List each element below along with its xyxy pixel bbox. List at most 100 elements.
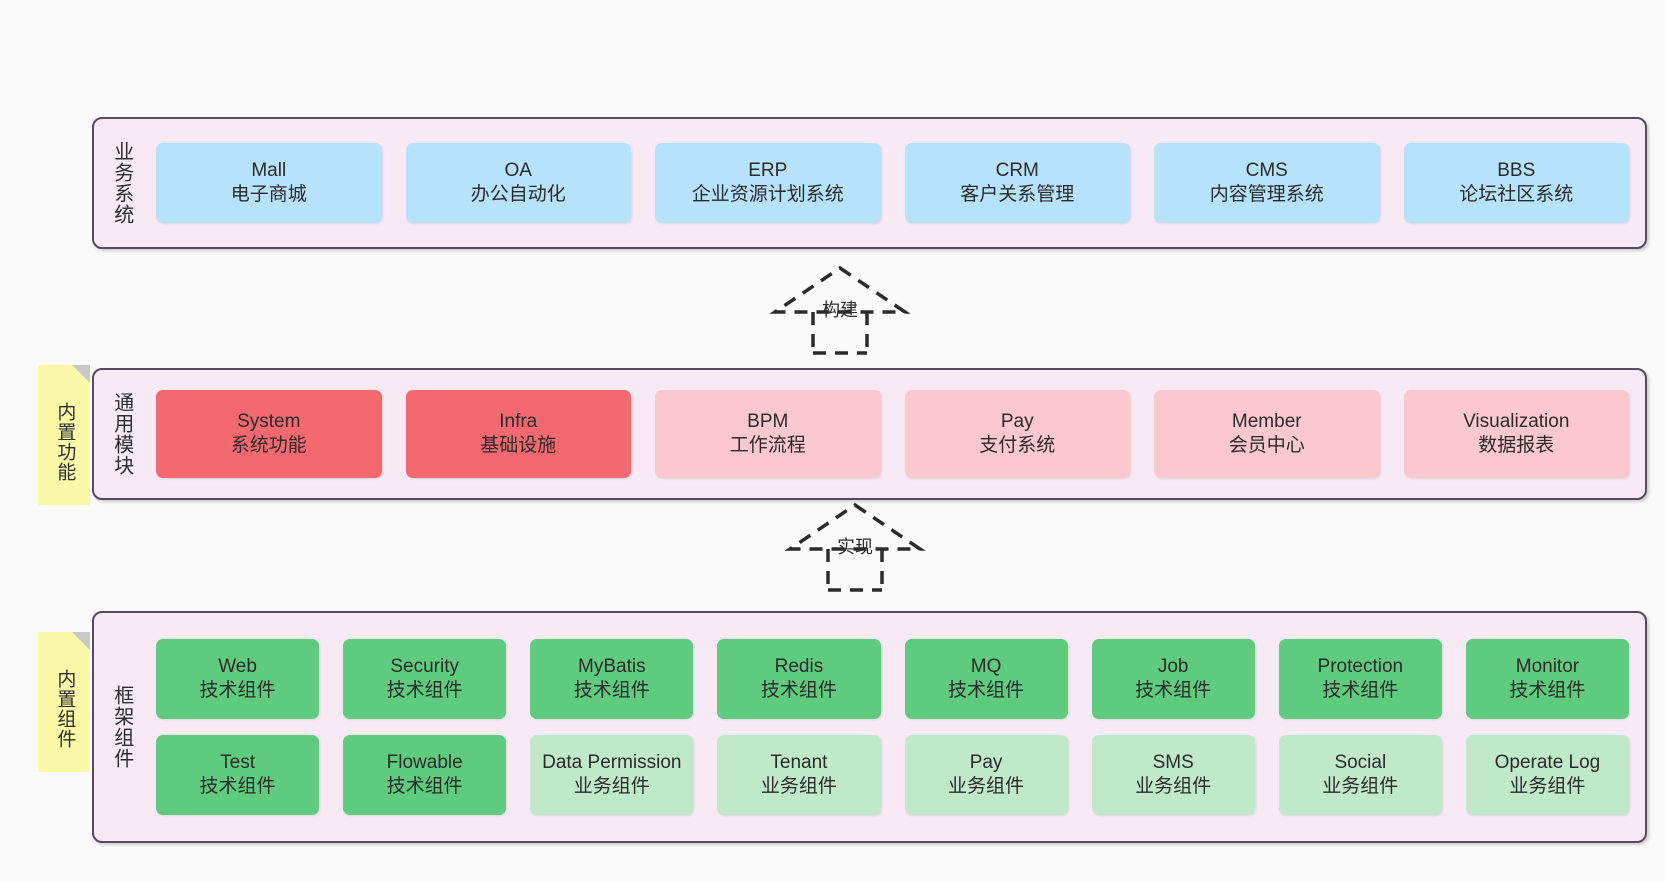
node-label-cn: 技术组件 bbox=[386, 776, 463, 797]
node-label-en: MyBatis bbox=[578, 655, 646, 677]
node-label-cn: 技术组件 bbox=[573, 680, 650, 701]
node-label-en: Pay bbox=[1000, 410, 1034, 432]
node-monitor[interactable]: Monitor 技术组件 bbox=[1465, 639, 1629, 719]
node-flowable[interactable]: Flowable 技术组件 bbox=[343, 735, 507, 815]
node-oa[interactable]: OA 办公自动化 bbox=[405, 143, 631, 223]
node-label-en: System bbox=[237, 410, 301, 432]
node-label-cn: 基础设施 bbox=[480, 435, 557, 456]
layer-business-system: 业务系统 Mall 电子商城 OA 办公自动化 ERP 企业资源计划系统 CRM… bbox=[92, 117, 1647, 249]
note-fold-corner-icon bbox=[72, 365, 90, 383]
note-built-in-functions-label: 内置功能 bbox=[54, 402, 76, 482]
node-label-en: CMS bbox=[1245, 159, 1288, 181]
note-built-in-functions: 内置功能 bbox=[38, 365, 90, 505]
layer-business-system-body: Mall 电子商城 OA 办公自动化 ERP 企业资源计划系统 CRM 客户关系… bbox=[148, 119, 1645, 247]
node-label-en: Protection bbox=[1317, 655, 1404, 677]
connector-build: 构建 bbox=[755, 250, 925, 355]
node-bpm[interactable]: BPM 工作流程 bbox=[655, 390, 881, 478]
node-protection[interactable]: Protection 技术组件 bbox=[1278, 639, 1442, 719]
node-label-en: Mall bbox=[251, 159, 287, 181]
node-web[interactable]: Web 技术组件 bbox=[156, 639, 320, 719]
node-bbs[interactable]: BBS 论坛社区系统 bbox=[1403, 143, 1629, 223]
node-label-cn: 业务组件 bbox=[760, 776, 837, 797]
node-mybatis[interactable]: MyBatis 技术组件 bbox=[530, 639, 694, 719]
node-label-en: Redis bbox=[774, 655, 824, 677]
node-label-en: ERP bbox=[748, 159, 788, 181]
note-fold-corner-icon bbox=[72, 632, 90, 650]
node-label-en: BBS bbox=[1497, 159, 1536, 181]
node-label-en: BPM bbox=[747, 410, 789, 432]
node-social[interactable]: Social 业务组件 bbox=[1278, 735, 1442, 815]
node-label-cn: 论坛社区系统 bbox=[1459, 184, 1574, 205]
node-label-en: Flowable bbox=[386, 751, 463, 773]
node-mq[interactable]: MQ 技术组件 bbox=[904, 639, 1068, 719]
node-label-en: Security bbox=[390, 655, 459, 677]
node-label-cn: 业务组件 bbox=[948, 776, 1025, 797]
node-label-cn: 业务组件 bbox=[1509, 776, 1586, 797]
node-label-cn: 业务组件 bbox=[1135, 776, 1212, 797]
node-label-cn: 技术组件 bbox=[760, 680, 837, 701]
node-test[interactable]: Test 技术组件 bbox=[156, 735, 320, 815]
node-label-cn: 业务组件 bbox=[1322, 776, 1399, 797]
node-label-en: Test bbox=[220, 751, 255, 773]
node-label-cn: 数据报表 bbox=[1478, 435, 1555, 456]
connector-realize: 实现 bbox=[770, 487, 940, 592]
node-pay[interactable]: Pay 支付系统 bbox=[904, 390, 1130, 478]
node-row: System 系统功能 Infra 基础设施 BPM 工作流程 Pay 支付系统… bbox=[156, 390, 1629, 478]
layer-common-modules-title: 通用模块 bbox=[110, 392, 133, 476]
node-label-en: OA bbox=[504, 159, 532, 181]
node-visualization[interactable]: Visualization 数据报表 bbox=[1403, 390, 1629, 478]
node-mall[interactable]: Mall 电子商城 bbox=[156, 143, 382, 223]
node-infra[interactable]: Infra 基础设施 bbox=[405, 390, 631, 478]
node-member[interactable]: Member 会员中心 bbox=[1154, 390, 1380, 478]
node-label-cn: 技术组件 bbox=[1322, 680, 1399, 701]
node-redis[interactable]: Redis 技术组件 bbox=[717, 639, 881, 719]
node-label-cn: 技术组件 bbox=[948, 680, 1025, 701]
node-label-cn: 内容管理系统 bbox=[1209, 184, 1324, 205]
node-label-cn: 业务组件 bbox=[573, 776, 650, 797]
node-label-cn: 系统功能 bbox=[230, 435, 307, 456]
layer-framework-components-body: Web 技术组件 Security 技术组件 MyBatis 技术组件 Redi… bbox=[148, 613, 1645, 841]
arrow-head-triangle-icon bbox=[769, 265, 911, 314]
node-job[interactable]: Job 技术组件 bbox=[1091, 639, 1255, 719]
node-row: Web 技术组件 Security 技术组件 MyBatis 技术组件 Redi… bbox=[156, 639, 1629, 719]
layer-framework-components: 框架组件 Web 技术组件 Security 技术组件 MyBatis 技术组件… bbox=[92, 611, 1647, 843]
node-data-permission[interactable]: Data Permission 业务组件 bbox=[530, 735, 694, 815]
arrow-stem-icon bbox=[811, 312, 869, 355]
node-label-en: Web bbox=[218, 655, 257, 677]
node-crm[interactable]: CRM 客户关系管理 bbox=[904, 143, 1130, 223]
node-label-cn: 电子商城 bbox=[230, 184, 307, 205]
node-label-en: Job bbox=[1157, 655, 1189, 677]
node-label-cn: 技术组件 bbox=[1135, 680, 1212, 701]
node-sms[interactable]: SMS 业务组件 bbox=[1091, 735, 1255, 815]
node-cms[interactable]: CMS 内容管理系统 bbox=[1154, 143, 1380, 223]
node-label-cn: 技术组件 bbox=[1509, 680, 1586, 701]
node-label-en: Infra bbox=[499, 410, 538, 432]
node-label-en: CRM bbox=[995, 159, 1039, 181]
node-label-cn: 会员中心 bbox=[1228, 435, 1305, 456]
node-label-cn: 技术组件 bbox=[199, 680, 276, 701]
note-built-in-components: 内置组件 bbox=[38, 632, 90, 772]
node-label-en: Social bbox=[1334, 751, 1387, 773]
node-label-cn: 支付系统 bbox=[979, 435, 1056, 456]
node-row: Test 技术组件 Flowable 技术组件 Data Permission … bbox=[156, 735, 1629, 815]
node-label-cn: 技术组件 bbox=[386, 680, 463, 701]
node-label-cn: 技术组件 bbox=[199, 776, 276, 797]
node-system[interactable]: System 系统功能 bbox=[156, 390, 382, 478]
node-label-en: MQ bbox=[970, 655, 1002, 677]
layer-business-system-title: 业务系统 bbox=[110, 141, 133, 225]
node-tenant[interactable]: Tenant 业务组件 bbox=[717, 735, 881, 815]
node-label-en: Operate Log bbox=[1494, 751, 1601, 773]
node-pay-component[interactable]: Pay 业务组件 bbox=[904, 735, 1068, 815]
node-label-en: Pay bbox=[969, 751, 1003, 773]
node-label-cn: 客户关系管理 bbox=[960, 184, 1075, 205]
note-built-in-components-label: 内置组件 bbox=[54, 669, 76, 749]
layer-framework-components-title: 框架组件 bbox=[110, 685, 133, 769]
node-security[interactable]: Security 技术组件 bbox=[343, 639, 507, 719]
layer-common-modules-body: System 系统功能 Infra 基础设施 BPM 工作流程 Pay 支付系统… bbox=[148, 370, 1645, 498]
layer-common-modules: 通用模块 System 系统功能 Infra 基础设施 BPM 工作流程 Pay… bbox=[92, 368, 1647, 500]
node-erp[interactable]: ERP 企业资源计划系统 bbox=[655, 143, 881, 223]
arrow-stem-icon bbox=[826, 549, 884, 592]
node-operate-log[interactable]: Operate Log 业务组件 bbox=[1465, 735, 1629, 815]
node-row: Mall 电子商城 OA 办公自动化 ERP 企业资源计划系统 CRM 客户关系… bbox=[156, 143, 1629, 223]
